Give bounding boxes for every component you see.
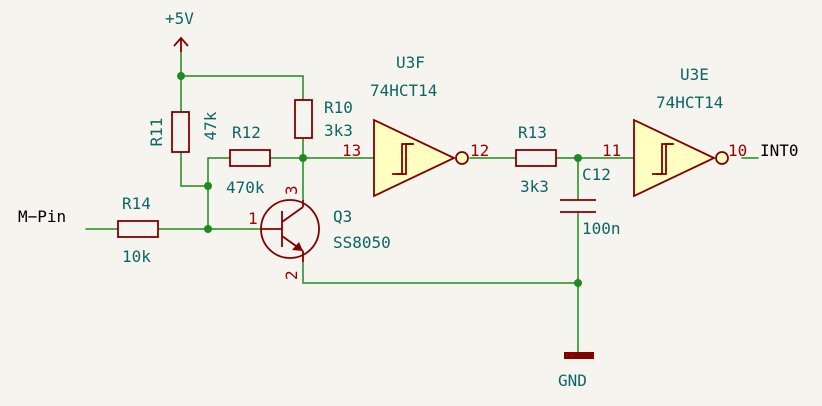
q3-ref: Q3 (333, 207, 352, 226)
junction-dot (299, 154, 307, 162)
net-label-output: INT0 (760, 141, 799, 160)
junction-dot (574, 154, 582, 162)
net-label-input: M−Pin (18, 207, 66, 226)
resistor-r11[interactable]: R11 47k (147, 111, 220, 153)
u3f-ref: U3F (396, 53, 425, 72)
r12-value: 470k (226, 178, 265, 197)
r14-ref: R14 (122, 194, 151, 213)
capacitor-c12[interactable]: C12 100n (560, 165, 621, 238)
junctions (177, 72, 582, 287)
q3-pin-collector: 3 (282, 185, 301, 195)
gnd-label: GND (558, 371, 587, 390)
u3e-ref: U3E (680, 65, 709, 84)
junction-dot (204, 182, 212, 190)
vcc-label: +5V (165, 9, 194, 28)
vcc-symbol: +5V (165, 9, 194, 52)
r12-ref: R12 (232, 123, 261, 142)
inverter-u3f[interactable]: 13 12 U3F 74HCT14 (342, 53, 489, 198)
u3e-value: 74HCT14 (656, 93, 723, 112)
transistor-q3[interactable]: 1 3 2 Q3 SS8050 (248, 185, 391, 280)
u3e-pin-out: 10 (728, 141, 747, 160)
u3f-pin-in: 13 (342, 141, 361, 160)
q3-pin-base: 1 (248, 209, 258, 228)
resistor-r14[interactable]: R14 10k (117, 194, 159, 266)
r13-ref: R13 (518, 123, 547, 142)
wire-r11-bottom (180, 151, 209, 187)
resistor-r13[interactable]: R13 3k3 (515, 123, 557, 196)
wires (85, 51, 759, 355)
c12-value: 100n (582, 219, 621, 238)
c12-ref: C12 (582, 165, 611, 184)
gnd-symbol: GND (558, 352, 594, 390)
r13-value: 3k3 (520, 177, 549, 196)
r11-ref: R11 (147, 118, 166, 147)
resistor-r12[interactable]: R12 470k (226, 123, 271, 197)
q3-value: SS8050 (333, 233, 391, 252)
resistor-r10[interactable]: R10 3k3 (294, 98, 353, 140)
r10-value: 3k3 (324, 121, 353, 140)
junction-dot (204, 225, 212, 233)
q3-pin-emitter: 2 (282, 270, 301, 280)
u3f-pin-out: 12 (470, 141, 489, 160)
r11-value: 47k (201, 111, 220, 140)
wire-top-rail (180, 75, 304, 101)
wire-emitter (302, 261, 579, 284)
junction-dot (177, 72, 185, 80)
r14-value: 10k (122, 247, 151, 266)
u3e-pin-in: 11 (602, 141, 621, 160)
inverter-u3e[interactable]: 11 10 U3E 74HCT14 (602, 65, 747, 198)
wire-r12-left (207, 157, 231, 230)
junction-dot (574, 279, 582, 287)
r10-ref: R10 (324, 98, 353, 117)
u3f-value: 74HCT14 (370, 81, 437, 100)
